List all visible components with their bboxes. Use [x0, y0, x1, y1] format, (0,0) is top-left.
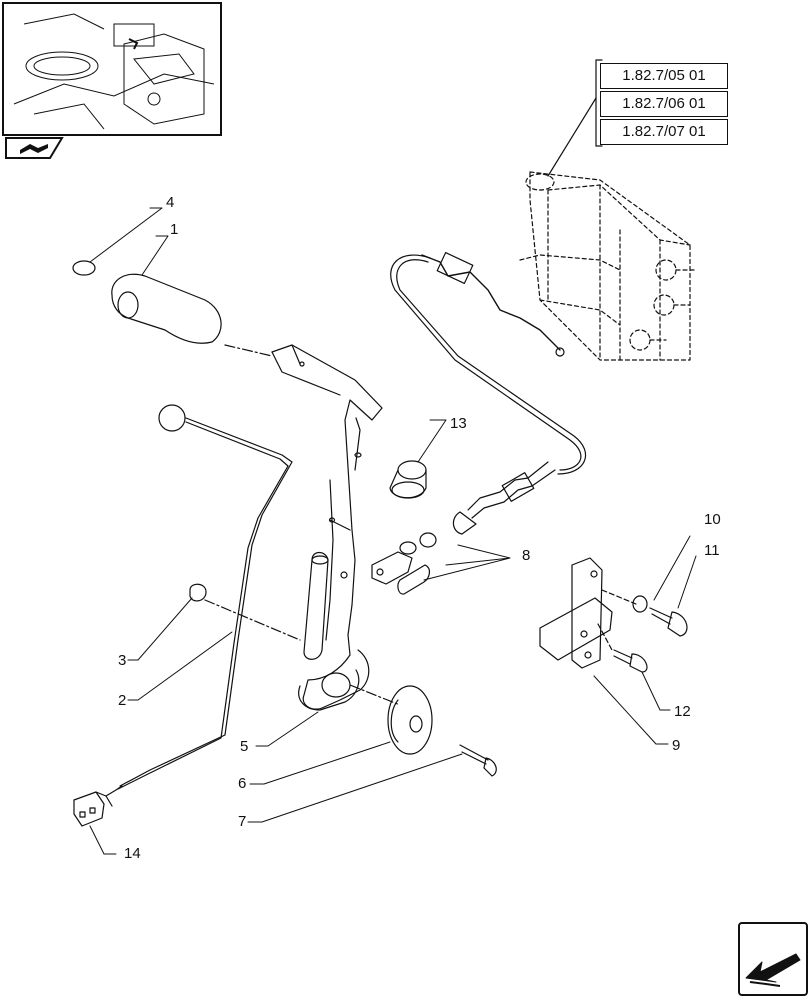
reference-box-3[interactable]: 1.82.7/07 01	[600, 119, 728, 145]
cable-part-2	[117, 404, 293, 790]
control-valve-phantom	[519, 171, 695, 361]
callout-11: 11	[704, 542, 720, 559]
tractor-cab-thumbnail-image	[13, 13, 215, 130]
lever-part-5	[271, 344, 383, 711]
leader-lines	[89, 207, 697, 855]
washer-part-10	[632, 595, 648, 613]
axis-line-2	[204, 599, 301, 641]
callout-5: 5	[240, 738, 249, 755]
reference-box-1[interactable]: 1.82.7/05 01	[600, 63, 728, 89]
reference-box-2[interactable]: 1.82.7/06 01	[600, 91, 728, 117]
axis-line-1	[224, 344, 273, 357]
cap-part-4	[72, 260, 96, 276]
next-page-arrow-icon[interactable]	[738, 922, 808, 996]
callout-6: 6	[238, 775, 247, 792]
callout-2: 2	[118, 692, 127, 709]
axis-line-5	[597, 623, 613, 651]
disc-part-6	[387, 685, 433, 755]
reference-bracket	[595, 59, 603, 147]
callout-9: 9	[672, 737, 681, 754]
connector-part-14	[73, 785, 123, 827]
callout-14: 14	[124, 845, 141, 862]
bolt-part-7	[459, 744, 497, 777]
callout-8: 8	[522, 547, 531, 564]
callout-10: 10	[704, 511, 721, 528]
bracket-part-9	[539, 557, 613, 669]
axis-line-4	[601, 589, 637, 605]
spacer-part-3	[189, 583, 207, 602]
clevis-part-8	[371, 532, 437, 595]
valve-cable	[390, 251, 587, 535]
knob-part-1	[111, 273, 222, 344]
callout-7: 7	[238, 813, 247, 830]
overview-thumbnail	[2, 2, 222, 136]
callout-12: 12	[674, 703, 691, 720]
callout-3: 3	[118, 652, 127, 669]
callout-1: 1	[170, 221, 179, 238]
callout-4: 4	[166, 194, 175, 211]
callout-13: 13	[450, 415, 467, 432]
bolt-part-12	[613, 649, 648, 673]
bolt-part-11	[649, 607, 688, 637]
grommet-part-13	[389, 460, 427, 499]
reference-leader	[547, 97, 597, 177]
book-arrow-icon	[4, 136, 64, 160]
axis-line-3	[349, 684, 401, 706]
